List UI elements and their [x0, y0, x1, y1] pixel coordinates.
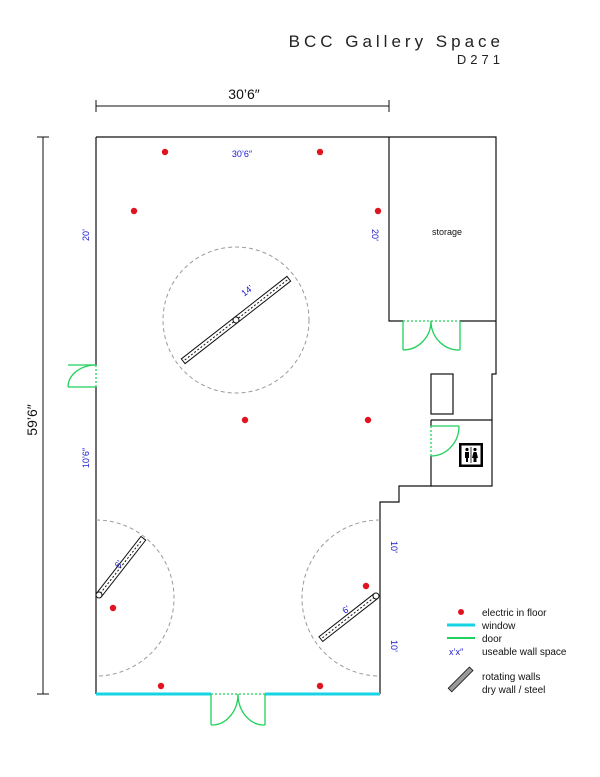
legend-wall-space-label: useable wall space — [482, 647, 567, 658]
electric-outlets — [109, 148, 382, 690]
height-dimension-label: 59’6″ — [24, 404, 40, 435]
electric-outlet — [161, 148, 169, 156]
legend-wall-sample: x’x″ — [449, 647, 464, 657]
wall-label-rotating-large: 14’ — [239, 283, 255, 298]
legend-electric-label: electric in floor — [482, 608, 547, 619]
room-number: D271 — [457, 52, 504, 67]
electric-outlet — [157, 682, 165, 690]
rotation-radius-large — [162, 246, 310, 394]
door-storage[interactable] — [402, 320, 461, 351]
restroom-icon — [459, 443, 483, 467]
legend-window-label: window — [481, 621, 516, 632]
storage-label: storage — [432, 227, 462, 237]
electric-outlet — [241, 416, 249, 424]
height-dimension: 59’6″ — [24, 136, 49, 695]
electric-outlet — [130, 207, 138, 215]
width-dimension-label: 30’6″ — [228, 86, 259, 102]
rotating-wall-right[interactable] — [318, 592, 380, 643]
legend-door-label: door — [482, 634, 503, 645]
rotating-wall-left[interactable] — [95, 535, 147, 599]
electric-outlet — [364, 416, 372, 424]
wall-label-right-upper: 20’ — [370, 229, 380, 241]
legend-rotating-wall-swatch — [447, 666, 474, 693]
rotating-wall-large[interactable] — [180, 275, 292, 365]
wall-label-top: 30’6″ — [232, 149, 253, 159]
electric-outlet — [362, 582, 370, 590]
wall-label-rotating-left: 6’ — [113, 558, 125, 570]
legend-electric-swatch — [458, 609, 464, 615]
wall-label-right-a: 10’ — [389, 541, 399, 553]
wall-label-left-lower: 10’6″ — [81, 447, 91, 468]
electric-outlet — [316, 682, 324, 690]
plan-title: BCC Gallery Space — [289, 32, 504, 51]
rotation-radius-right — [301, 519, 381, 677]
wall-label-rotating-right: 6’ — [340, 604, 352, 616]
electric-outlet — [316, 148, 324, 156]
door-restroom[interactable] — [430, 425, 460, 457]
electric-outlet — [109, 604, 117, 612]
door-bottom[interactable] — [210, 693, 266, 726]
width-dimension: 30’6″ — [95, 86, 390, 112]
wall-label-left-upper: 20’ — [81, 229, 91, 241]
gallery-walls — [95, 136, 497, 694]
door-left[interactable] — [67, 364, 97, 388]
rotation-radius-left — [95, 519, 175, 677]
electric-outlet — [374, 207, 382, 215]
legend-rotating-label: rotating walls — [482, 672, 540, 683]
legend-drywall-label: dry wall / steel — [482, 685, 545, 696]
legend: electric in floor window door x’x″ useab… — [447, 608, 567, 696]
wall-label-right-b: 10’ — [389, 640, 399, 652]
